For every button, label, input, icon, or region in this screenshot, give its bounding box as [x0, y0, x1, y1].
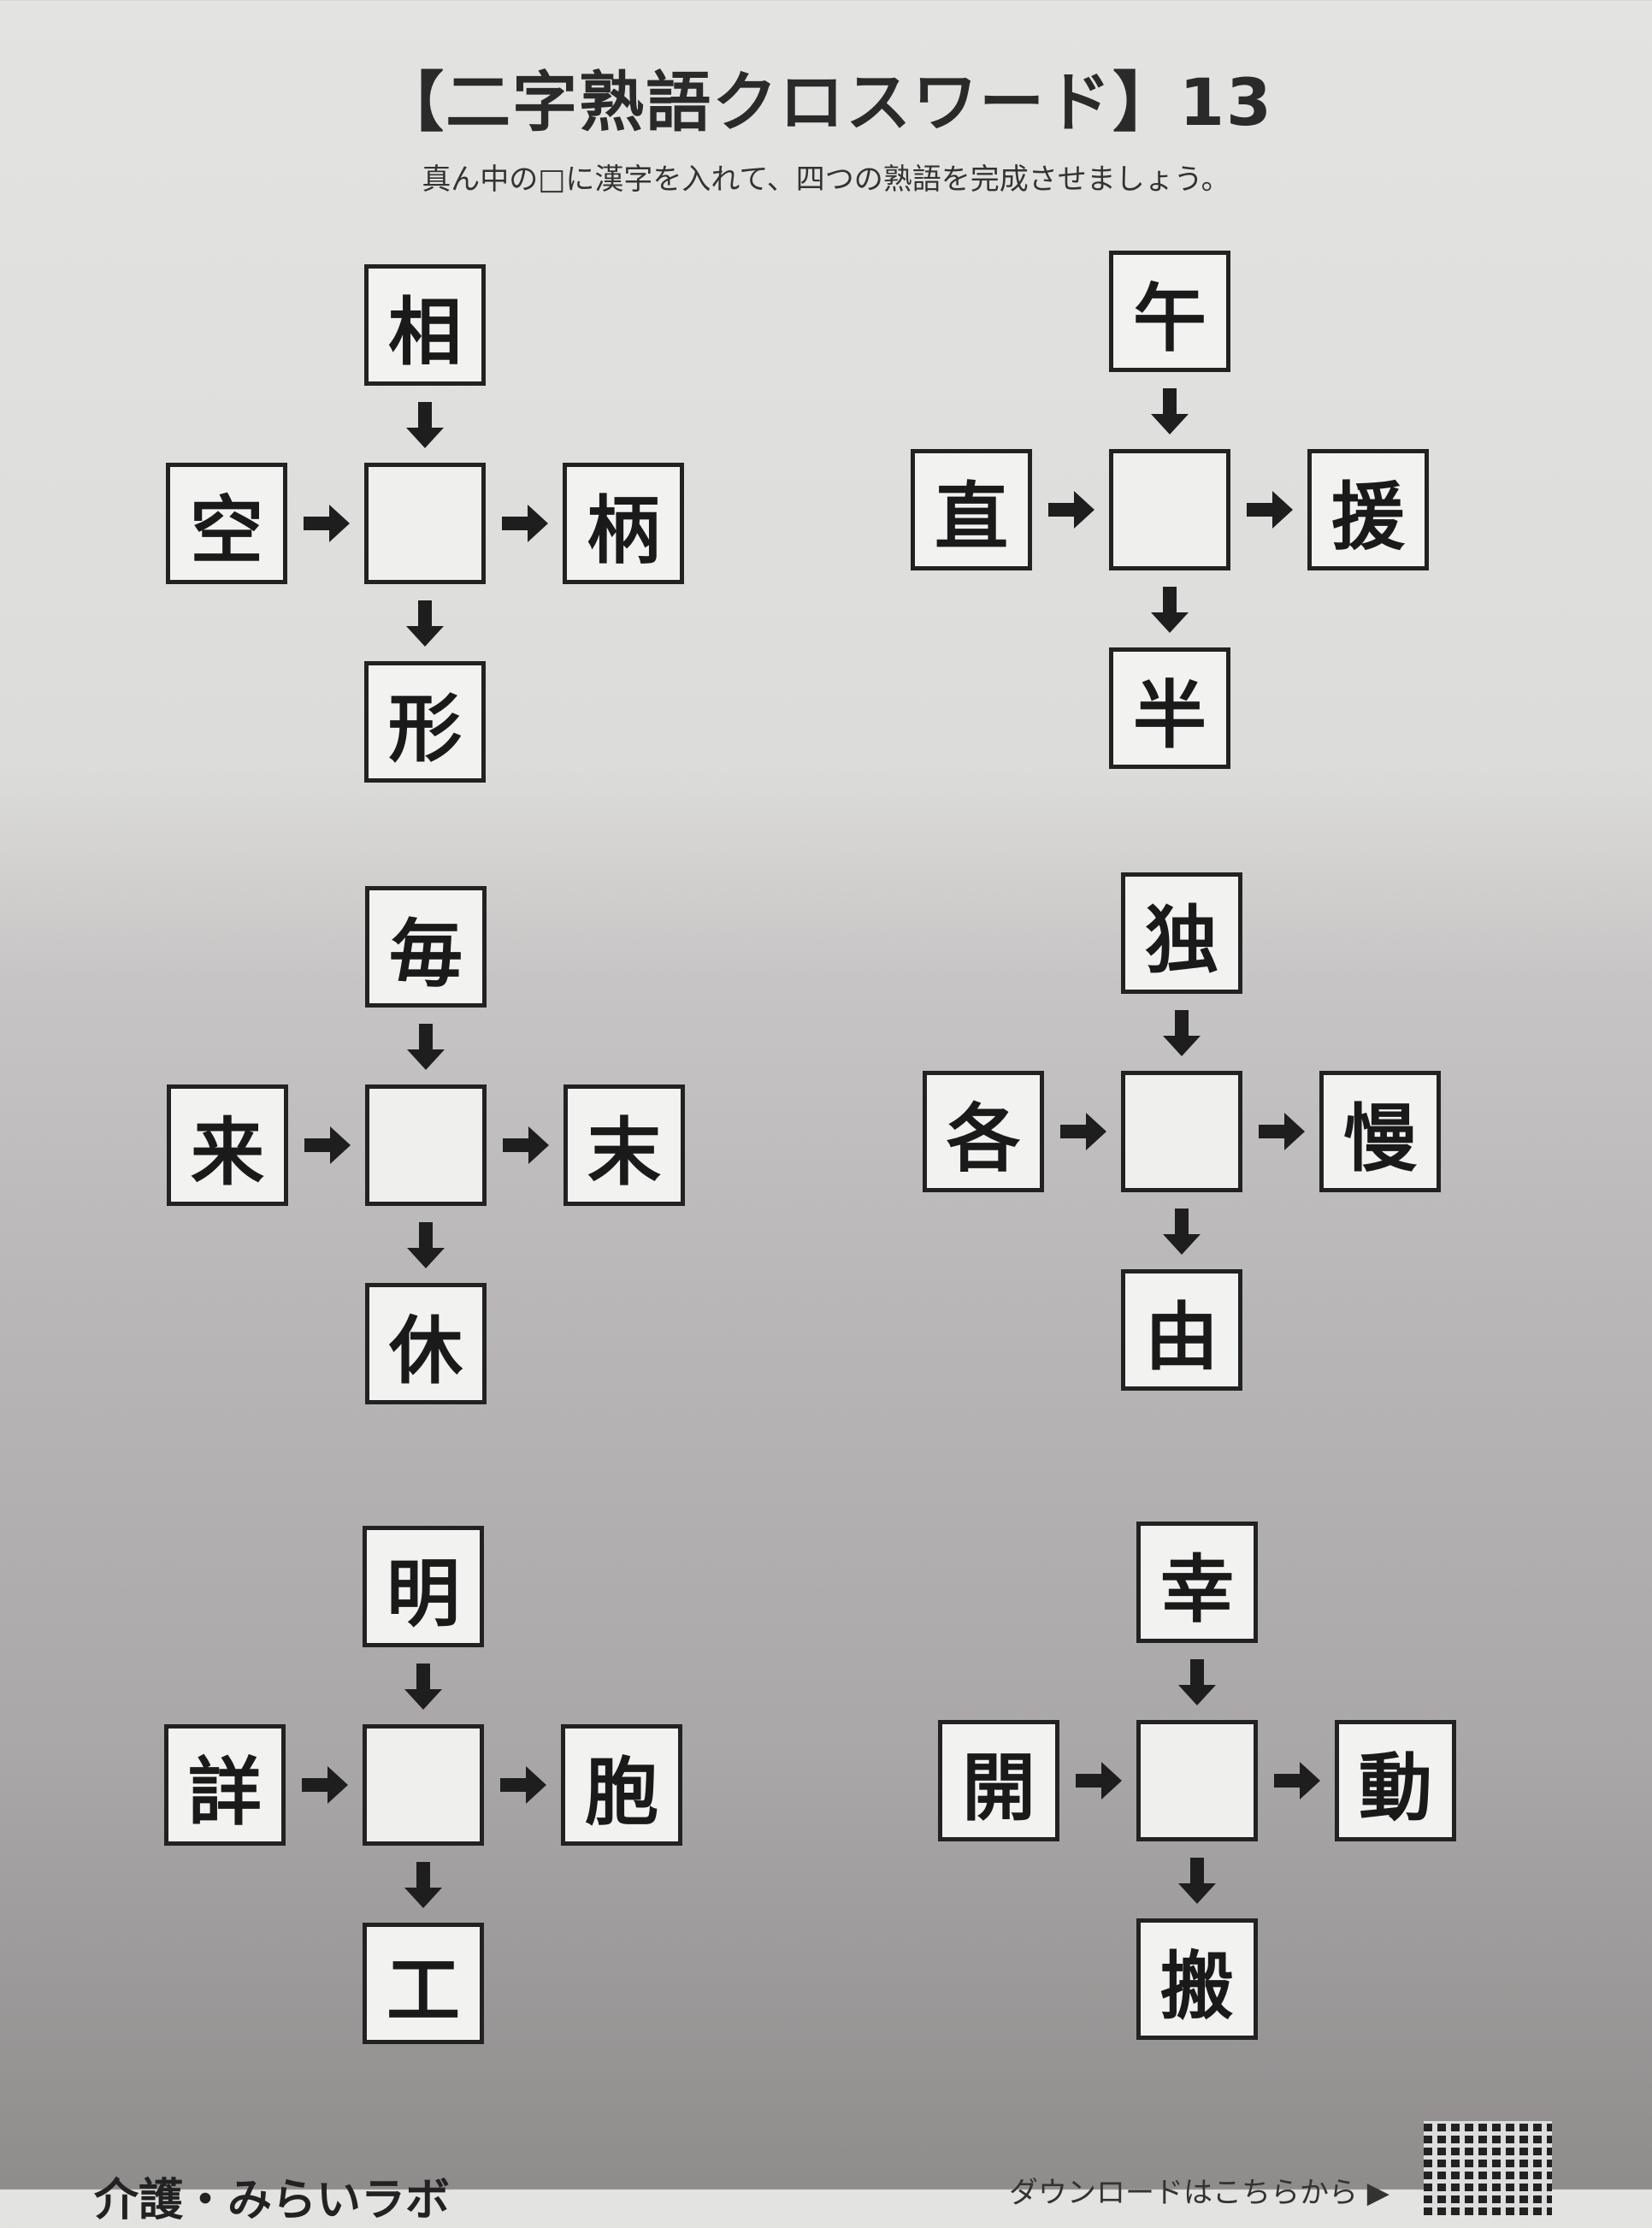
arrow-down-icon: [400, 1020, 451, 1072]
answer-box[interactable]: [1121, 1071, 1242, 1192]
kanji-box-left: 詳: [164, 1724, 286, 1846]
arrow-right-icon: [1045, 484, 1096, 535]
kanji-box-left: 各: [923, 1071, 1044, 1192]
kanji-box-right: 援: [1307, 449, 1429, 570]
kanji-box-bottom: 搬: [1136, 1918, 1258, 2040]
kanji-box-right: 胞: [561, 1724, 682, 1846]
arrow-right-icon: [301, 1120, 352, 1171]
kanji-box-right: 末: [563, 1084, 685, 1206]
arrow-down-icon: [1171, 1656, 1223, 1707]
arrow-down-icon: [1171, 1854, 1223, 1906]
arrow-right-icon: [1072, 1755, 1124, 1806]
arrow-right-icon: [499, 498, 550, 549]
instruction-text: 真ん中の□に漢字を入れて、四つの熟語を完成させましょう。: [422, 163, 1230, 197]
page-title: 【二字熟語クロスワード】13: [379, 64, 1273, 140]
brand-logo: 介護・みらいラボ: [94, 2175, 451, 2226]
kanji-box-left: 空: [166, 463, 287, 584]
kanji-box-bottom: 工: [363, 1923, 484, 2044]
answer-box[interactable]: [364, 463, 486, 584]
arrow-right-icon: [300, 498, 351, 549]
kanji-box-right: 柄: [563, 463, 684, 584]
arrow-down-icon: [400, 1219, 451, 1270]
download-link[interactable]: ダウンロードはこちらから ▶: [1009, 2176, 1389, 2210]
arrow-down-icon: [398, 1859, 449, 1910]
kanji-box-top: 幸: [1136, 1522, 1258, 1643]
arrow-right-icon: [1271, 1755, 1322, 1806]
kanji-box-left: 来: [167, 1084, 288, 1206]
arrow-right-icon: [1057, 1106, 1108, 1157]
arrow-down-icon: [1156, 1205, 1207, 1256]
kanji-box-bottom: 由: [1121, 1269, 1242, 1391]
arrow-right-icon: [1243, 484, 1295, 535]
kanji-box-top: 独: [1121, 872, 1242, 994]
answer-box[interactable]: [365, 1084, 487, 1206]
arrow-down-icon: [1156, 1007, 1207, 1058]
kanji-box-top: 毎: [365, 886, 487, 1008]
kanji-box-left: 直: [911, 449, 1032, 570]
arrow-right-icon: [1255, 1106, 1307, 1157]
kanji-box-bottom: 形: [364, 661, 486, 783]
arrow-down-icon: [1144, 583, 1195, 635]
answer-box[interactable]: [363, 1724, 484, 1846]
qr-code[interactable]: [1424, 2121, 1552, 2215]
arrow-down-icon: [399, 399, 451, 450]
kanji-box-top: 明: [363, 1526, 484, 1647]
arrow-right-icon: [499, 1120, 551, 1171]
kanji-box-top: 午: [1109, 251, 1230, 372]
kanji-box-right: 動: [1335, 1720, 1456, 1841]
answer-box[interactable]: [1136, 1720, 1258, 1841]
arrow-down-icon: [398, 1660, 449, 1711]
kanji-box-bottom: 半: [1109, 647, 1230, 769]
kanji-box-right: 慢: [1319, 1071, 1441, 1192]
arrow-right-icon: [497, 1759, 548, 1811]
kanji-box-bottom: 休: [365, 1283, 487, 1404]
kanji-box-top: 相: [364, 264, 486, 386]
arrow-down-icon: [399, 597, 451, 648]
arrow-down-icon: [1144, 385, 1195, 436]
kanji-box-left: 開: [938, 1720, 1059, 1841]
answer-box[interactable]: [1109, 449, 1230, 570]
arrow-right-icon: [298, 1759, 350, 1811]
